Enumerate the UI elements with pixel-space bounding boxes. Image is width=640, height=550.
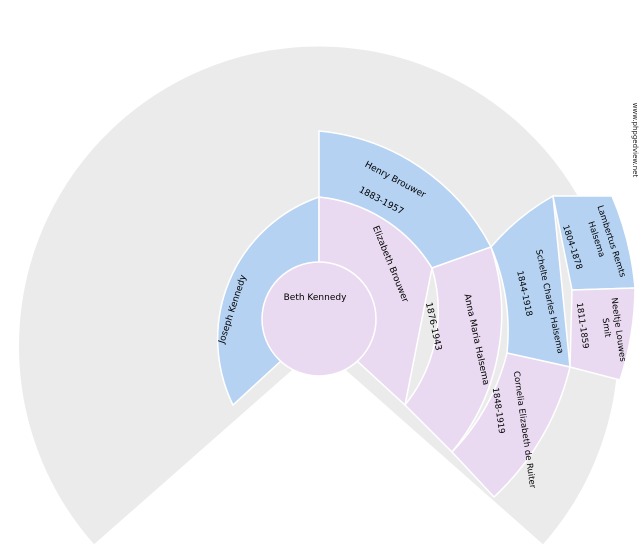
mmf-mother-name-line2: Smit: [600, 317, 613, 338]
watermark-text: www.phpgedview.net: [631, 103, 639, 178]
root-name: Beth Kennedy: [284, 293, 347, 303]
person-cell-mm-mother[interactable]: [450, 352, 571, 499]
person-cell-mmf-mother[interactable]: [569, 287, 636, 381]
person-cell-root[interactable]: [261, 261, 377, 377]
